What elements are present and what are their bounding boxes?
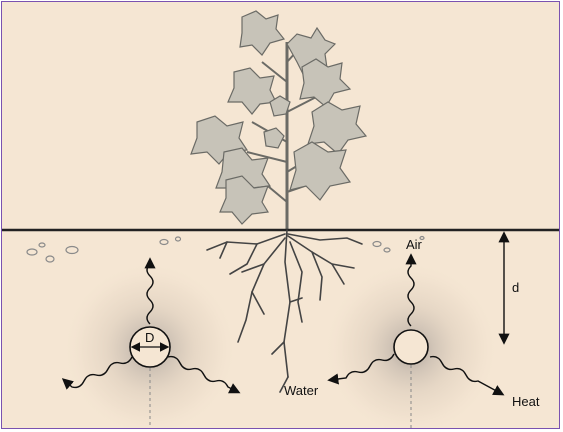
soil-heat-diagram: D d Air Water Heat xyxy=(2,2,560,429)
plant-icon xyxy=(191,11,366,230)
depth-label: d xyxy=(512,280,519,295)
air-label: Air xyxy=(406,237,423,252)
water-label: Water xyxy=(284,383,319,398)
soil-pebble-icon xyxy=(27,237,424,263)
heat-label: Heat xyxy=(512,394,540,409)
diameter-label: D xyxy=(145,330,154,345)
